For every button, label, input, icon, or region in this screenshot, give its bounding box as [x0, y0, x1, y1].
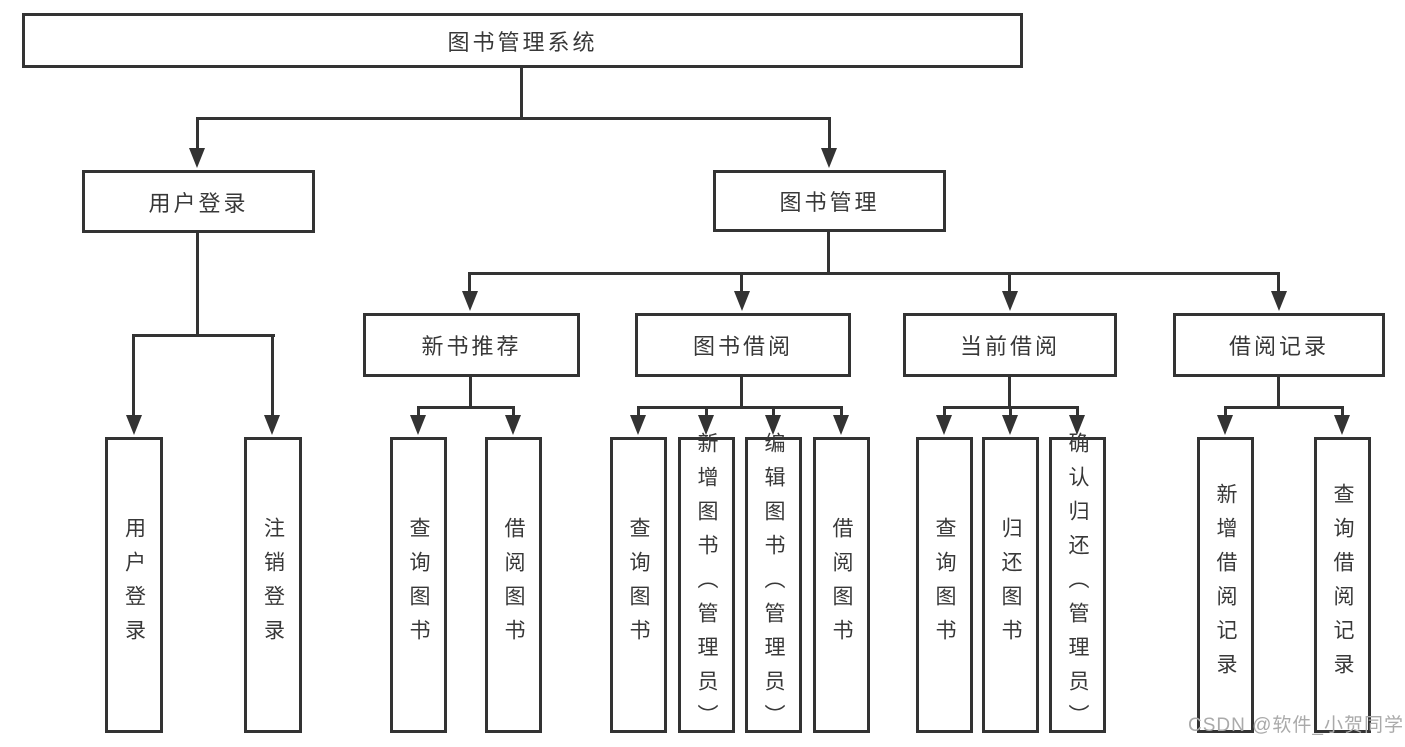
- arrow-down-icon: [765, 415, 781, 435]
- connector-drop: [132, 334, 135, 417]
- arrow-down-icon: [1002, 291, 1018, 311]
- connector-stem: [740, 377, 743, 409]
- leaf-return-books-label: 归还图书: [999, 517, 1022, 653]
- connector-drop: [828, 117, 831, 150]
- connector-drop: [468, 272, 471, 293]
- connector-root-rail: [196, 117, 831, 120]
- leaf-query-borrow-record-label: 查询借阅记录: [1331, 483, 1354, 687]
- node-current-borrow: 当前借阅: [903, 313, 1117, 377]
- leaf-current-query-books: 查询图书: [916, 437, 973, 733]
- leaf-recommend-borrow-books: 借阅图书: [485, 437, 542, 733]
- node-new-book-recommend: 新书推荐: [363, 313, 580, 377]
- connector-drop: [417, 406, 420, 417]
- leaf-user-login-label: 用户登录: [122, 517, 146, 653]
- node-current-borrow-label: 当前借阅: [959, 334, 1060, 359]
- connector-drop: [1009, 406, 1012, 417]
- node-borrow-records: 借阅记录: [1173, 313, 1385, 377]
- arrow-down-icon: [505, 415, 521, 435]
- node-borrow-records-label: 借阅记录: [1228, 334, 1329, 359]
- connector-root-stem: [520, 68, 523, 120]
- node-root: 图书管理系统: [22, 13, 1023, 68]
- node-book-borrow: 图书借阅: [635, 313, 851, 377]
- connector-stem: [827, 232, 830, 275]
- connector-stem: [469, 377, 472, 409]
- leaf-add-borrow-record-label: 新增借阅记录: [1214, 483, 1237, 687]
- arrow-down-icon: [410, 415, 426, 435]
- node-user-login-label: 用户登录: [148, 190, 249, 216]
- leaf-confirm-return-admin-label: 确认归还（管理员）: [1066, 432, 1089, 738]
- connector-drop: [1076, 406, 1079, 417]
- leaf-borrow-query-books-label: 查询图书: [627, 517, 650, 653]
- leaf-recommend-borrow-books-label: 借阅图书: [502, 517, 525, 653]
- connector-rail: [1224, 406, 1344, 409]
- node-root-label: 图书管理系统: [447, 29, 598, 55]
- connector-drop: [1008, 272, 1011, 293]
- connector-drop: [637, 406, 640, 417]
- connector-rail: [417, 406, 515, 409]
- leaf-add-book-admin-label: 新增图书（管理员）: [695, 432, 718, 738]
- arrow-down-icon: [1002, 415, 1018, 435]
- node-book-borrow-label: 图书借阅: [692, 334, 793, 359]
- arrow-down-icon: [1334, 415, 1350, 435]
- connector-drop: [1277, 272, 1280, 293]
- leaf-recommend-query-books-label: 查询图书: [407, 517, 430, 653]
- leaf-logout-label: 注销登录: [261, 517, 285, 653]
- arrow-down-icon: [936, 415, 952, 435]
- leaf-logout: 注销登录: [244, 437, 302, 733]
- connector-drop: [1224, 406, 1227, 417]
- arrow-down-icon: [126, 415, 142, 435]
- connector-stem: [1008, 377, 1011, 409]
- arrow-down-icon: [1069, 415, 1085, 435]
- leaf-recommend-query-books: 查询图书: [390, 437, 447, 733]
- node-book-management-label: 图书管理: [779, 190, 880, 215]
- connector-rail: [468, 272, 1280, 275]
- csdn-watermark: CSDN @软件_小贺同学: [1188, 715, 1404, 736]
- leaf-edit-book-admin-label: 编辑图书（管理员）: [762, 432, 785, 738]
- leaf-confirm-return-admin: 确认归还（管理员）: [1049, 432, 1106, 738]
- arrow-down-icon: [1217, 415, 1233, 435]
- arrow-down-icon: [833, 415, 849, 435]
- connector-rail: [132, 334, 275, 337]
- connector-drop: [772, 406, 775, 417]
- leaf-current-query-books-label: 查询图书: [933, 517, 956, 653]
- connector-drop: [740, 272, 743, 293]
- connector-drop: [840, 406, 843, 417]
- arrow-down-icon: [1271, 291, 1287, 311]
- connector-drop: [512, 406, 515, 417]
- connector-drop: [271, 334, 274, 417]
- arrow-down-icon: [189, 148, 205, 168]
- leaf-borrow-books-label: 借阅图书: [830, 517, 853, 653]
- arrow-down-icon: [734, 291, 750, 311]
- leaf-query-borrow-record: 查询借阅记录: [1314, 437, 1371, 733]
- arrow-down-icon: [821, 148, 837, 168]
- leaf-borrow-books: 借阅图书: [813, 437, 870, 733]
- connector-drop: [196, 117, 199, 150]
- arrow-down-icon: [264, 415, 280, 435]
- leaf-add-borrow-record: 新增借阅记录: [1197, 437, 1254, 733]
- node-book-management: 图书管理: [713, 170, 946, 232]
- leaf-return-books: 归还图书: [982, 437, 1039, 733]
- connector-stem: [1277, 377, 1280, 409]
- connector-drop: [943, 406, 946, 417]
- connector-drop: [705, 406, 708, 417]
- leaf-borrow-query-books: 查询图书: [610, 437, 667, 733]
- leaf-edit-book-admin: 编辑图书（管理员）: [745, 432, 802, 738]
- node-user-login: 用户登录: [82, 170, 315, 233]
- node-new-book-recommend-label: 新书推荐: [421, 334, 522, 359]
- connector-rail: [637, 406, 843, 409]
- leaf-user-login: 用户登录: [105, 437, 163, 733]
- arrow-down-icon: [630, 415, 646, 435]
- arrow-down-icon: [462, 291, 478, 311]
- arrow-down-icon: [698, 415, 714, 435]
- leaf-add-book-admin: 新增图书（管理员）: [678, 432, 735, 738]
- connector-drop: [1341, 406, 1344, 417]
- connector-stem: [196, 233, 199, 337]
